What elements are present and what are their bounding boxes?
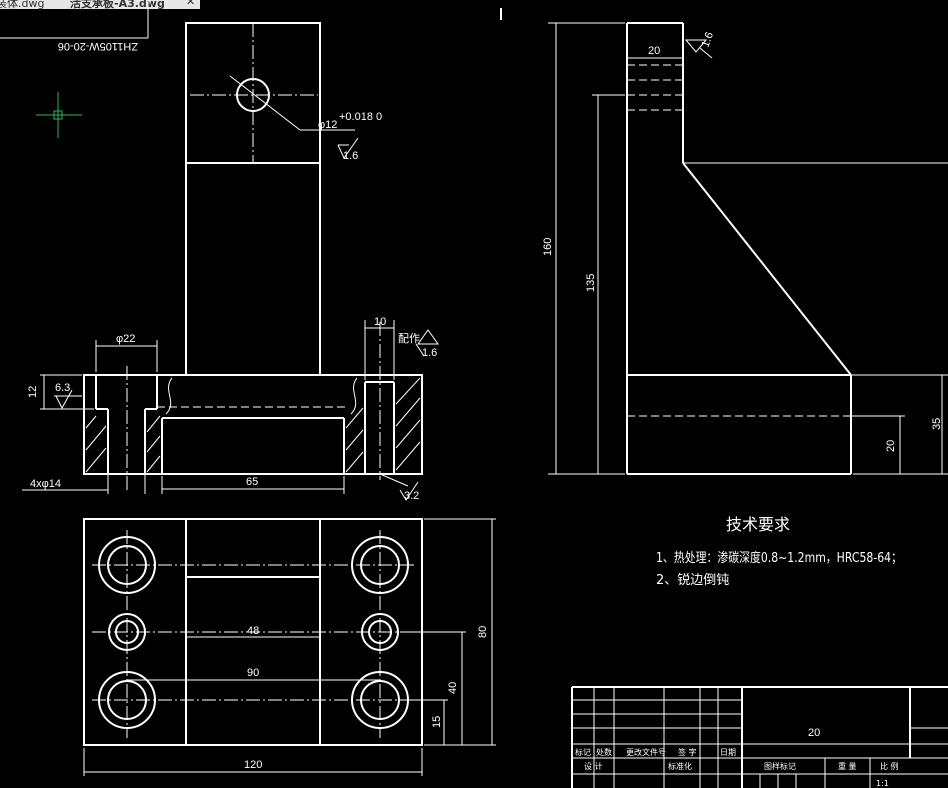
tb-scale-label: 比 例 xyxy=(880,761,899,771)
side-view: 20 1.6 160 135 20 35 xyxy=(542,22,948,475)
tech-line-1: 1、热处理：渗碳深度0.8~1.2mm，HRC58-64； xyxy=(656,550,902,566)
tb-standard: 标准化 xyxy=(668,761,692,771)
depth-40-label: 40 xyxy=(447,682,459,694)
width-48-label: 48 xyxy=(247,625,259,637)
tb-count: 处数 xyxy=(596,747,612,757)
hole-count-label: 4xφ14 xyxy=(30,478,61,490)
roughness-pin: 1.6 xyxy=(422,347,437,359)
mating-note: 配作 xyxy=(398,332,420,345)
drawing-number-box: ZH1105W-20-06 xyxy=(0,0,149,52)
roughness-side: 1.6 xyxy=(700,31,717,49)
front-view: φ12 +0.018 0 1.6 φ22 12 6.3 4xφ14 65 1 xyxy=(22,22,439,502)
bore-tol-label: +0.018 0 xyxy=(339,111,382,123)
tb-mark: 标记 xyxy=(575,747,591,757)
counterbore-depth-label: 12 xyxy=(27,386,39,398)
tech-title: 技术要求 xyxy=(726,515,790,534)
top-view: 48 90 120 80 40 15 xyxy=(83,518,496,776)
bore-dia-label: φ12 xyxy=(318,119,337,131)
tb-weight: 重 量 xyxy=(838,761,857,771)
tech-line-2: 2、锐边倒钝 xyxy=(656,573,729,588)
roughness-63: 6.3 xyxy=(55,382,70,394)
depth-80-label: 80 xyxy=(477,626,489,638)
height-20-label: 20 xyxy=(885,440,897,452)
close-tab-icon[interactable]: ✕ xyxy=(186,0,196,8)
material-label: 20 xyxy=(808,727,820,739)
length-120-label: 120 xyxy=(244,759,262,771)
tb-change-doc: 更改文件号 xyxy=(626,747,666,757)
depth-15-label: 15 xyxy=(431,716,443,728)
title-block: 20 标记 处数 更改文件号 签 字 日期 设 计 标准化 图样标记 重 量 比… xyxy=(571,686,948,788)
top-width-label: 20 xyxy=(648,45,660,57)
cursor-crosshair-icon xyxy=(36,92,82,138)
tb-sign: 签 字 xyxy=(678,747,697,757)
tb-design: 设 计 xyxy=(584,761,603,771)
height-35-label: 35 xyxy=(931,418,943,430)
tb-drawing-mark: 图样标记 xyxy=(764,761,796,771)
roughness-bore: 1.6 xyxy=(343,150,358,162)
tb-date: 日期 xyxy=(720,748,736,757)
tech-requirements: 技术要求 1、热处理：渗碳深度0.8~1.2mm，HRC58-64； 2、锐边倒… xyxy=(656,515,902,588)
roughness-32: 3.2 xyxy=(404,490,419,502)
tb-scale-value: 1:1 xyxy=(876,779,889,788)
drawing-number: ZH1105W-20-06 xyxy=(58,40,138,52)
slot-length-label: 65 xyxy=(246,476,258,488)
counterbore-dia-label: φ22 xyxy=(116,333,135,345)
width-90-label: 90 xyxy=(247,667,259,679)
tab-assembly-file[interactable]: 装体.dwg xyxy=(0,0,45,9)
slot-width-label: 10 xyxy=(374,316,386,328)
tab-active-file[interactable]: 活支承板-A3.dwg xyxy=(70,0,165,9)
height-135-label: 135 xyxy=(585,274,597,292)
file-tab-bar: 装体.dwg 活支承板-A3.dwg ✕ xyxy=(0,0,200,9)
height-160-label: 160 xyxy=(542,238,554,256)
